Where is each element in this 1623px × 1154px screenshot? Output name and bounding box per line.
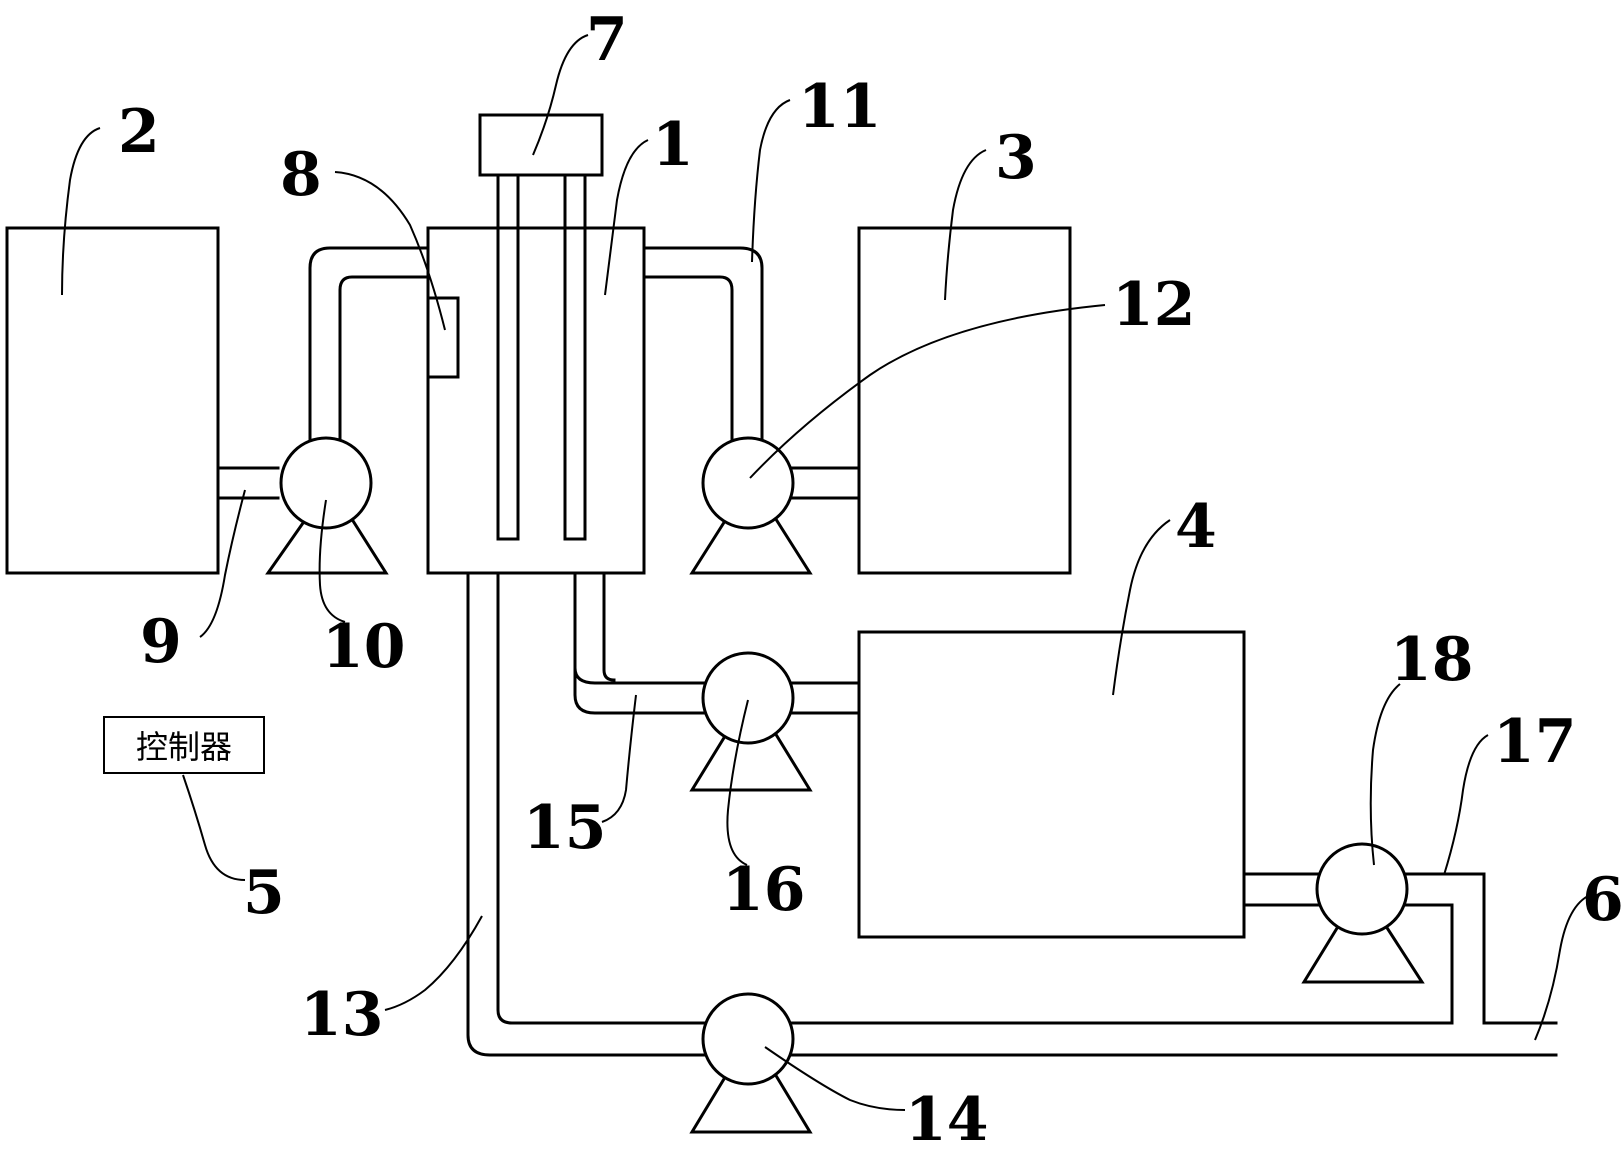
leader-3 — [944, 149, 987, 301]
leader-14 — [764, 1046, 906, 1111]
label-11: 11 — [798, 72, 882, 142]
probe-left — [496, 173, 520, 541]
leader-1 — [604, 139, 649, 296]
pipe-13 — [466, 571, 1558, 1057]
leader-11 — [751, 99, 791, 263]
label-13: 13 — [300, 980, 384, 1050]
pump-10 — [265, 436, 389, 575]
sensor-8 — [426, 296, 460, 379]
pump-12 — [689, 436, 813, 575]
label-2: 2 — [118, 97, 160, 167]
pipe-9 — [216, 246, 430, 500]
leader-6 — [1534, 894, 1591, 1041]
device-7 — [478, 113, 604, 177]
label-15: 15 — [523, 793, 607, 863]
leader-18 — [1369, 683, 1401, 866]
label-18: 18 — [1390, 625, 1474, 695]
controller-5: 控制器 — [103, 716, 265, 774]
label-8: 8 — [280, 140, 322, 210]
tank-2 — [5, 226, 220, 575]
leader-9 — [199, 489, 246, 638]
pipe-15 — [573, 571, 861, 715]
label-14: 14 — [905, 1085, 989, 1154]
tank-3 — [857, 226, 1072, 575]
leader-4 — [1112, 519, 1171, 696]
pipe-11 — [642, 246, 861, 500]
label-17: 17 — [1493, 707, 1577, 777]
reactor-1 — [426, 226, 646, 575]
label-16: 16 — [722, 855, 806, 925]
leader-2 — [61, 127, 101, 296]
probe-right — [563, 173, 587, 541]
leader-16 — [726, 699, 749, 866]
label-12: 12 — [1112, 270, 1196, 340]
pump-16 — [689, 651, 813, 792]
leader-15 — [601, 694, 637, 823]
leader-5 — [182, 774, 246, 881]
leader-10 — [318, 499, 346, 623]
label-1: 1 — [652, 110, 694, 180]
leader-7 — [532, 34, 589, 156]
label-5: 5 — [243, 858, 285, 928]
controller-label: 控制器 — [136, 728, 232, 766]
label-9: 9 — [140, 607, 182, 677]
pump-14 — [689, 992, 813, 1134]
label-3: 3 — [995, 123, 1037, 193]
label-10: 10 — [322, 612, 406, 682]
pump-18 — [1301, 842, 1425, 984]
leader-13 — [384, 915, 483, 1011]
tank-4 — [857, 630, 1246, 939]
leader-8 — [334, 171, 446, 331]
label-4: 4 — [1175, 492, 1217, 562]
label-7: 7 — [586, 5, 628, 75]
label-6: 6 — [1582, 865, 1623, 935]
leader-12 — [749, 304, 1106, 479]
leader-17 — [1443, 734, 1489, 876]
